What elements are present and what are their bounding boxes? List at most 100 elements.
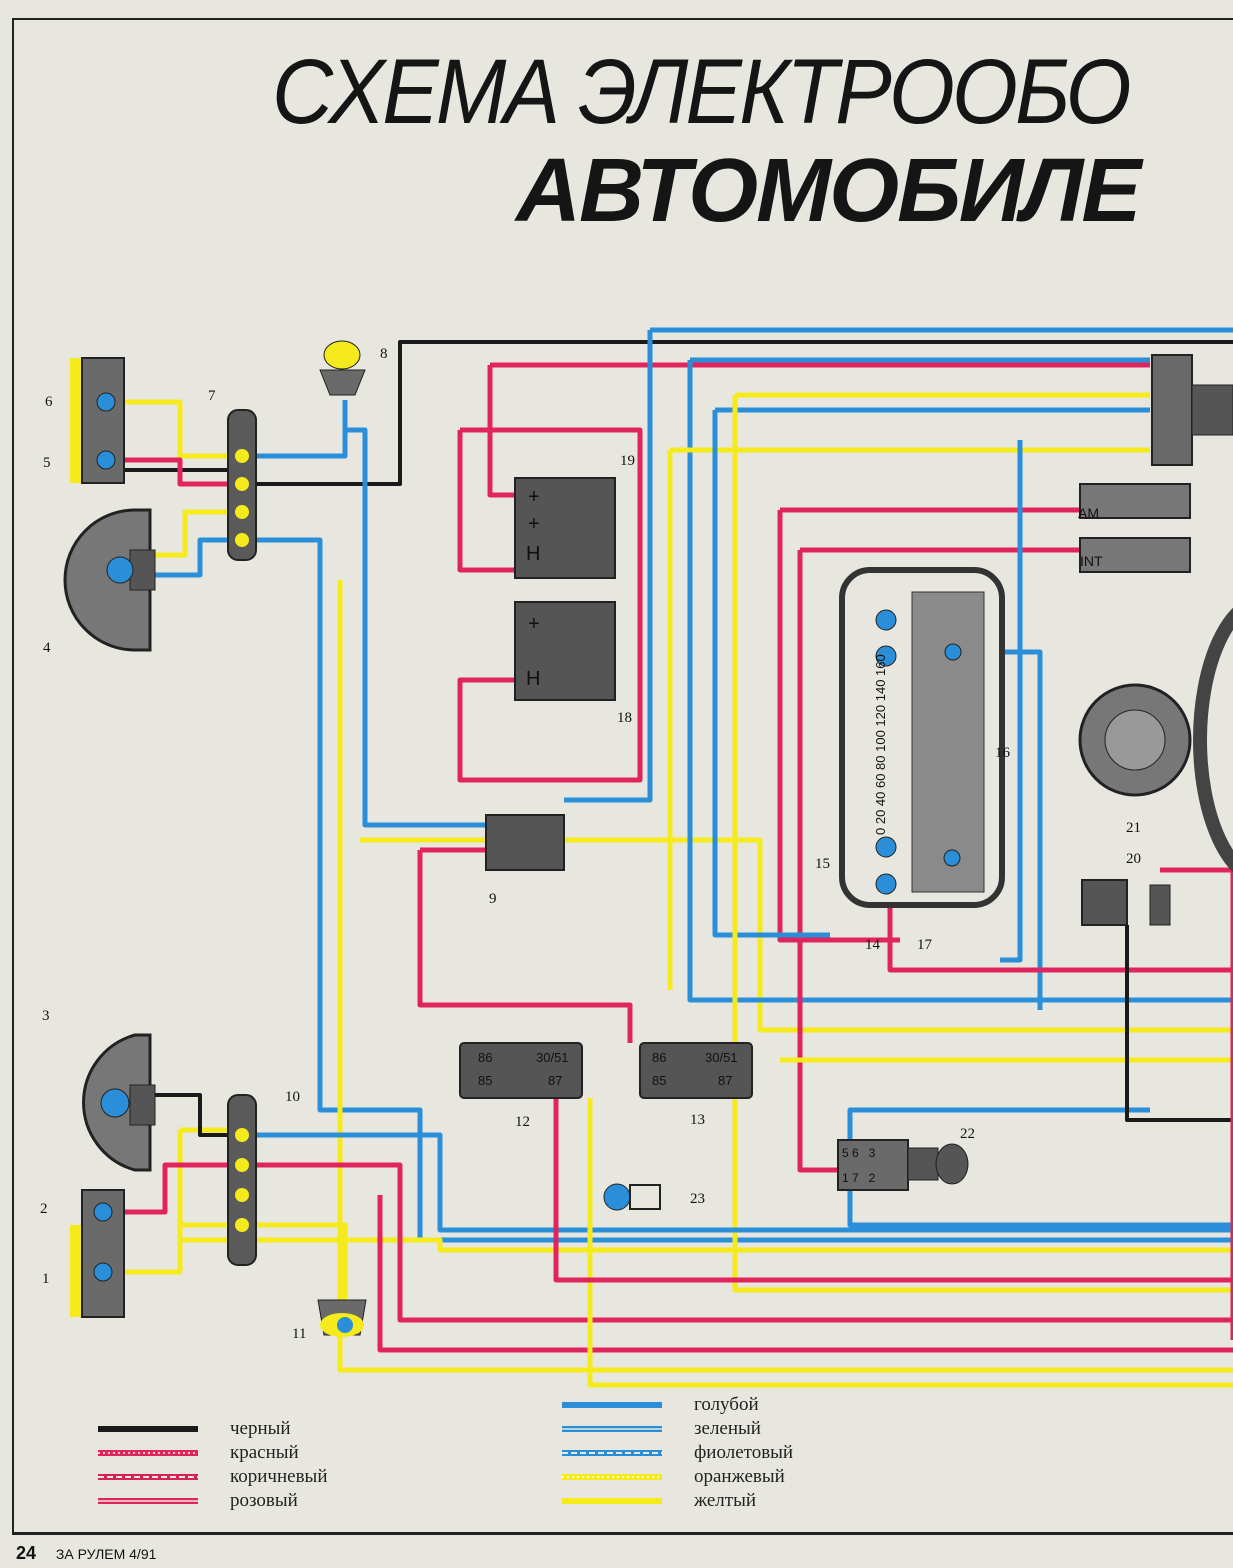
legend-label: голубой (694, 1394, 759, 1415)
wire-black (155, 1093, 242, 1137)
legend-label: розовый (230, 1490, 298, 1511)
legend-label: черный (230, 1418, 291, 1439)
title-line-1: СХЕМА ЭЛЕКТРООБО (272, 41, 1131, 143)
wire-black (125, 340, 1233, 486)
component-label-1: 1 (42, 1271, 50, 1287)
wire-red (417, 847, 633, 1043)
wire-blue (155, 537, 1233, 1243)
svg-text:30/51: 30/51 (705, 1050, 738, 1065)
component-label-5: 5 (43, 455, 51, 471)
component-label-3: 3 (42, 1008, 50, 1024)
wire-blue (687, 357, 1233, 1003)
wire-yellow (125, 399, 242, 459)
component-label-12: 12 (515, 1114, 530, 1130)
legend-swatch (562, 1426, 662, 1432)
legend-label: красный (230, 1442, 299, 1463)
component-label-17: 17 (917, 937, 933, 953)
svg-text:5 6 3: 5 6 3 (842, 1146, 876, 1160)
svg-text:INT: INT (1080, 553, 1103, 569)
wire-red (487, 362, 1150, 498)
wire-red (377, 1195, 1233, 1353)
terminal-block-7 (227, 409, 257, 561)
legend-swatch (98, 1450, 198, 1456)
wire-yellow (337, 580, 1233, 1373)
relay-13: 86 85 30/51 87 (639, 1042, 753, 1099)
wire-red (457, 427, 643, 783)
battery-19: + + H (514, 477, 616, 579)
wire-yellow (587, 1098, 1233, 1388)
legend-swatch (562, 1402, 662, 1408)
component-label-7: 7 (208, 388, 216, 404)
legend-item: желтый (562, 1489, 793, 1513)
wire-red (553, 1098, 1233, 1283)
legend-item: голубой (562, 1393, 793, 1417)
svg-text:H: H (526, 668, 540, 690)
component-label-20: 20 (1126, 851, 1141, 867)
wire-yellow (732, 392, 1233, 1293)
component-label-6: 6 (45, 394, 53, 410)
legend-swatch (562, 1474, 662, 1480)
component-label-8: 8 (380, 346, 388, 362)
wire-blue (712, 407, 1150, 938)
component-label-22: 22 (960, 1126, 975, 1142)
wire-red (125, 457, 242, 487)
component-label-14: 14 (865, 937, 881, 953)
title-line-2: АВТОМОБИЛЕ (516, 141, 1141, 241)
legend-label: желтый (694, 1490, 757, 1511)
component-label-13: 13 (690, 1112, 705, 1128)
wire-red (777, 507, 1080, 943)
legend-item: зеленый (562, 1417, 793, 1441)
switch-22: 5 6 3 1 7 2 (837, 1139, 969, 1191)
component-label-16: 16 (995, 745, 1011, 761)
legend-swatch (98, 1426, 198, 1432)
component-label-23: 23 (690, 1191, 705, 1207)
page-number: 24 (16, 1543, 37, 1563)
legend-swatch (98, 1474, 198, 1480)
headlight-left (63, 508, 156, 652)
svg-text:85: 85 (652, 1073, 666, 1088)
legend-label: зеленый (694, 1418, 761, 1439)
legend-item: красный (98, 1441, 328, 1465)
wire-blue (847, 1107, 1233, 1228)
svg-text:30/51: 30/51 (536, 1050, 569, 1065)
speedometer-scale: 0 20 40 60 80 100 120 140 160 (873, 654, 888, 835)
wire-yellow (125, 1222, 348, 1300)
svg-text:85: 85 (478, 1073, 492, 1088)
svg-text:AM: AM (1078, 505, 1099, 521)
legend-swatch (98, 1498, 198, 1504)
wire-red (887, 884, 1233, 973)
component-label-2: 2 (40, 1201, 48, 1217)
legend-item: розовый (98, 1489, 328, 1513)
component-label-10: 10 (285, 1089, 300, 1105)
component-label-11: 11 (292, 1326, 306, 1342)
wire-red (1160, 867, 1233, 1340)
component-label-18: 18 (617, 710, 632, 726)
wire-black (1125, 925, 1233, 1122)
svg-text:86: 86 (478, 1050, 492, 1065)
legend-item: оранжевый (562, 1465, 793, 1489)
side-lamp-front-right (70, 1189, 125, 1318)
legend-swatch (562, 1498, 662, 1504)
instrument-cluster: 0 20 40 60 80 100 120 140 160 (839, 567, 1005, 908)
legend-swatch (562, 1450, 662, 1456)
horn-11 (317, 1299, 367, 1337)
footer: 24 ЗА РУЛЕМ 4/91 (16, 1543, 156, 1564)
legend-label: оранжевый (694, 1466, 785, 1487)
component-label-21: 21 (1126, 820, 1141, 836)
svg-text:86: 86 (652, 1050, 666, 1065)
component-label-15: 15 (815, 856, 830, 872)
svg-text:87: 87 (548, 1073, 562, 1088)
legend-item: черный (98, 1417, 328, 1441)
wire-blue (256, 1132, 1233, 1233)
legend-left: черный красный коричневый розовый (98, 1417, 328, 1513)
svg-text:87: 87 (718, 1073, 732, 1088)
horn-8 (319, 340, 366, 396)
ignition-switch: AM INT (1078, 354, 1233, 926)
headlight-right (82, 1033, 156, 1172)
wire-blue (242, 400, 486, 828)
legend-label: коричневый (230, 1466, 328, 1487)
relay-12: 86 85 30/51 87 (459, 1042, 583, 1099)
wire-red (797, 547, 1080, 1173)
svg-text:1 7 2: 1 7 2 (842, 1171, 876, 1185)
